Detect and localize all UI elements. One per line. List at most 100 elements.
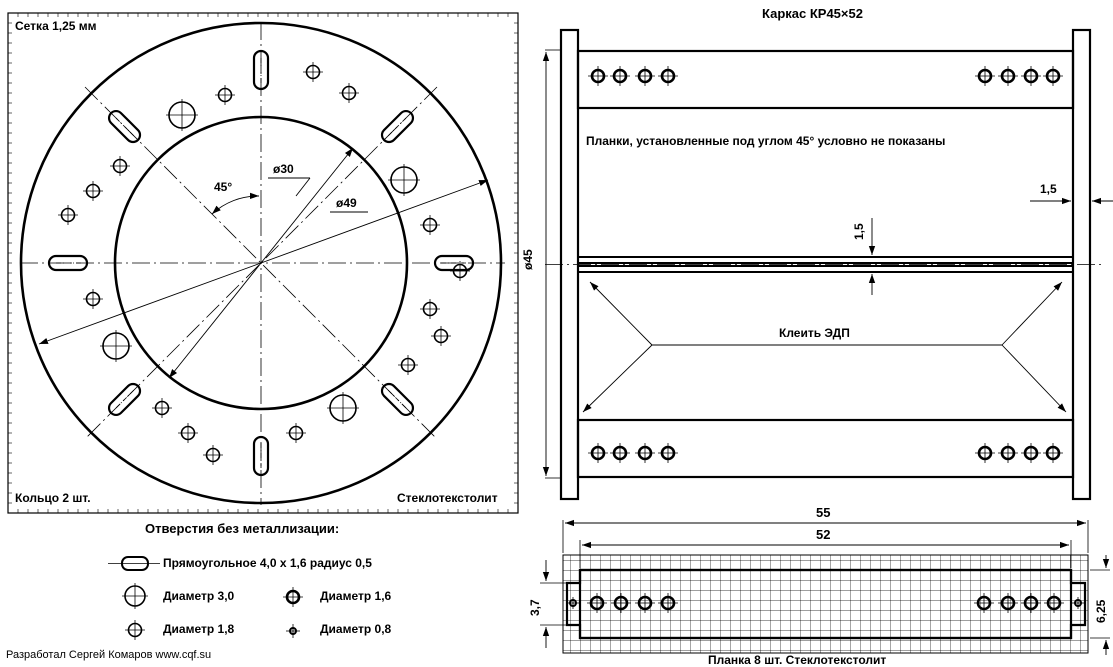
hole-1-8 [203, 445, 223, 465]
frame-bottom-plank [576, 418, 1075, 479]
hole-1-6 [610, 443, 630, 463]
angle-arc [211, 192, 260, 215]
slot-hole [107, 382, 142, 417]
hole-1-8-icon [125, 620, 145, 640]
dim-overall-label: 55 [816, 505, 831, 520]
hole-1-6 [975, 443, 995, 463]
grid-label: Сетка 1,25 мм [13, 18, 99, 34]
slot-hole [47, 254, 89, 272]
angle-label: 45° [214, 180, 233, 194]
hole-1-6 [658, 593, 678, 613]
hole-3-0 [166, 99, 198, 131]
hole-1-8 [178, 423, 198, 443]
frame-drawing [542, 28, 1113, 501]
hole-1-6-icon [283, 587, 303, 607]
plank-holes [567, 593, 1084, 613]
hole-1-6 [588, 66, 608, 86]
ring-inner-circle [113, 115, 409, 411]
legend-item-1-8: Диаметр 1,8 [163, 622, 235, 636]
hole-1-8 [420, 299, 440, 319]
ring-holes [47, 49, 475, 477]
ring-diagonal-2 [84, 86, 438, 440]
hole-1-8 [303, 62, 323, 82]
hole-1-6 [975, 66, 995, 86]
author-credit: Разработал Сергей Комаров www.cqf.su [6, 649, 212, 661]
frame-holes [588, 66, 1063, 463]
dim-inner-plank-label: 52 [816, 527, 831, 542]
glue-leader-left [589, 281, 653, 346]
hole-3-0 [100, 330, 132, 362]
hole-1-8 [83, 289, 103, 309]
hole-1-8 [450, 261, 470, 281]
hole-1-6 [998, 66, 1018, 86]
hole-3-0-icon [122, 583, 148, 609]
hole-1-6 [587, 593, 607, 613]
hole-1-8 [398, 355, 418, 375]
dim-inner-label: ø30 [273, 162, 294, 176]
legend-icons [108, 556, 303, 640]
hole-1-8 [110, 156, 130, 176]
ring-material-label: Стеклотекстолит [395, 490, 500, 506]
dim-diameter-label: ø45 [521, 249, 535, 270]
slot-hole [380, 382, 415, 417]
hole-1-8 [339, 83, 359, 103]
hole-1-8 [83, 181, 103, 201]
hole-1-6 [1021, 66, 1041, 86]
frame-top-plank [576, 49, 1075, 110]
hole-1-6 [1043, 66, 1063, 86]
frame-middle-plank-lower [577, 265, 1074, 273]
dim-inner-leader-2 [168, 262, 262, 379]
ring-count-label: Кольцо 2 шт. [13, 490, 93, 506]
hole-1-6 [974, 593, 994, 613]
dim-inner-link [295, 177, 311, 197]
dim-outer-leader-2 [38, 262, 262, 345]
legend-title: Отверстия без металлизации: [145, 521, 340, 536]
frame-note: Планки, установленные под углом 45° усло… [586, 134, 946, 148]
hole-3-0 [388, 164, 420, 196]
slot-hole [252, 49, 270, 91]
hole-1-6 [1021, 443, 1041, 463]
frame-title: Каркас КР45×52 [762, 6, 863, 21]
ring-outer-circle [19, 21, 503, 505]
hole-1-8 [286, 423, 306, 443]
dim-height-left-label: 3,7 [528, 599, 542, 616]
hole-1-6 [1021, 593, 1041, 613]
legend-item-slot: Прямоугольное 4,0 х 1,6 радиус 0,5 [163, 556, 372, 570]
dim-outer-label: ø49 [336, 196, 357, 210]
hole-1-8 [420, 215, 440, 235]
hole-1-8 [152, 398, 172, 418]
hole-1-6 [611, 593, 631, 613]
legend-item-1-6: Диаметр 1,6 [320, 589, 392, 603]
dim-gap-label: 1,5 [1040, 182, 1057, 196]
hole-1-6 [658, 66, 678, 86]
ring-frame-ticks [8, 13, 518, 513]
hole-1-6 [610, 66, 630, 86]
plank-caption: Планка 8 шт. Стеклотекстолит [708, 653, 887, 667]
hole-0-8 [567, 597, 579, 609]
legend-item-3-0: Диаметр 3,0 [163, 589, 235, 603]
hole-1-6 [635, 593, 655, 613]
ring-diagonal-1 [84, 86, 438, 440]
legend-item-0-8: Диаметр 0,8 [320, 622, 392, 636]
dim-thickness-label: 1,5 [852, 223, 866, 240]
hole-1-6 [658, 443, 678, 463]
hole-1-8 [431, 326, 451, 346]
hole-1-6 [635, 66, 655, 86]
hole-0-8-icon [286, 624, 300, 638]
glue-leader-right [1001, 281, 1063, 346]
ring-drawing [7, 12, 519, 514]
dim-inner-leader [260, 147, 354, 264]
glue-label: Клеить ЭДП [779, 326, 850, 340]
hole-1-6 [1043, 443, 1063, 463]
hole-0-8 [1072, 597, 1084, 609]
plank-drawing [540, 519, 1110, 655]
hole-1-6 [998, 443, 1018, 463]
frame-middle-plank-upper [577, 256, 1074, 264]
plank-shape [565, 568, 1087, 640]
hole-1-6 [1044, 593, 1064, 613]
hole-1-8 [58, 205, 78, 225]
hole-1-6 [998, 593, 1018, 613]
dim-height-right-label: 6,25 [1094, 599, 1108, 623]
hole-1-6 [588, 443, 608, 463]
